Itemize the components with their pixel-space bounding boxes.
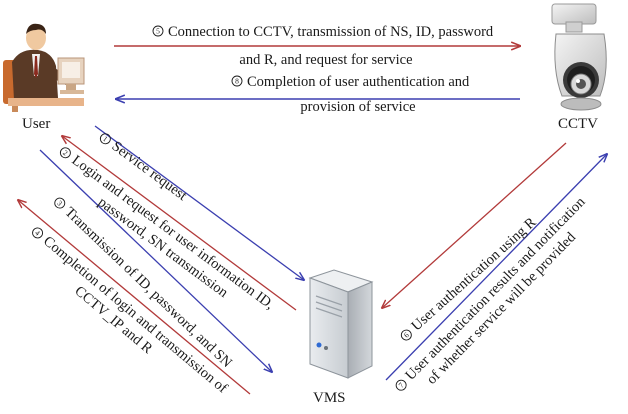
step-4-number: 4 <box>33 228 42 237</box>
cctv-label: CCTV <box>558 116 598 132</box>
message-step-7: 7 User authentication results and notifi… <box>395 194 589 391</box>
step-8-text-line1: Completion of user authentication and <box>247 74 470 90</box>
step-7-text-line1: User authentication results and notifica… <box>402 194 589 384</box>
step-5-text-line2: and R, and request for service <box>239 52 412 68</box>
step-5-text-line1: Connection to CCTV, transmission of NS, … <box>168 24 494 40</box>
step-8-marker <box>231 75 243 87</box>
step-6-number: 6 <box>402 330 411 339</box>
arrow-step-3 <box>39 149 272 372</box>
arrow-step-4 <box>18 200 251 395</box>
step-2-marker <box>59 147 71 159</box>
step-4-marker <box>32 227 44 239</box>
step-7-number: 7 <box>397 381 406 390</box>
user-label: User <box>22 116 50 132</box>
arrow-step-6 <box>382 142 567 308</box>
step-1-number: 1 <box>101 134 110 144</box>
step-6-marker <box>400 329 412 341</box>
message-step-5: 5 Connection to CCTV, transmission of NS… <box>152 24 494 68</box>
arrow-step-1 <box>94 125 304 280</box>
step-1-marker <box>99 133 111 145</box>
arrow-step-2 <box>62 136 297 311</box>
arrow-step-7 <box>385 154 607 381</box>
step-5-marker <box>152 25 164 37</box>
step-3-number: 3 <box>55 199 64 208</box>
message-step-8: 8 Completion of user authentication and … <box>231 74 470 115</box>
user-icon <box>3 23 85 112</box>
step-2-number: 2 <box>61 148 70 158</box>
step-8-number: 8 <box>235 77 239 86</box>
cctv-camera-icon <box>551 3 607 111</box>
vms-label: VMS <box>313 390 346 406</box>
step-3-marker <box>54 197 66 209</box>
step-5-number: 5 <box>156 27 160 36</box>
step-8-text-line2: provision of service <box>300 99 415 115</box>
step-7-marker <box>395 379 407 391</box>
vms-server-icon <box>308 269 374 379</box>
